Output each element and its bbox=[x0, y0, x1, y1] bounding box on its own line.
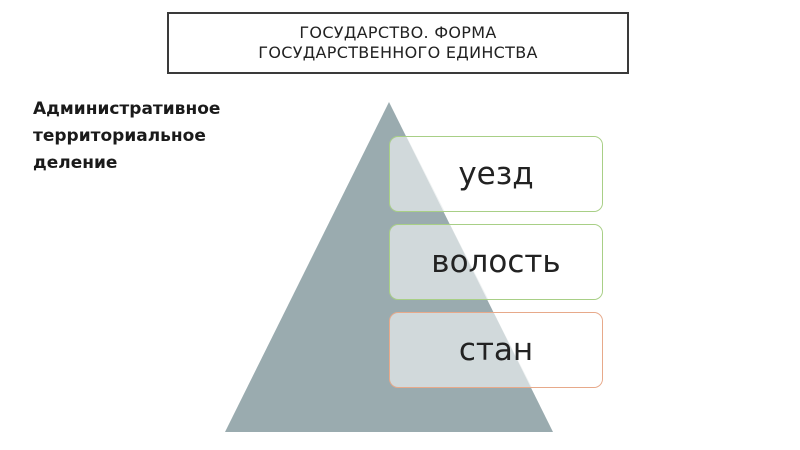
side-label: Административное территориальное деление bbox=[33, 96, 313, 177]
level-shade bbox=[390, 313, 602, 387]
level-shade bbox=[390, 137, 602, 211]
slide-title-line-1: ГОСУДАРСТВО. ФОРМА bbox=[299, 23, 497, 42]
pyramid-level-volost: волость bbox=[389, 224, 603, 300]
level-label: стан bbox=[458, 332, 534, 368]
side-label-line-3: деление bbox=[33, 153, 118, 173]
level-label: уезд bbox=[458, 156, 534, 192]
slide-title: ГОСУДАРСТВО. ФОРМА ГОСУДАРСТВЕННОГО ЕДИН… bbox=[167, 12, 629, 74]
level-label: волость bbox=[431, 244, 561, 280]
pyramid-level-uezd: уезд bbox=[389, 136, 603, 212]
pyramid-level-stan: стан bbox=[389, 312, 603, 388]
level-shade bbox=[390, 225, 602, 299]
side-label-line-2: территориальное bbox=[33, 126, 206, 146]
side-label-line-1: Административное bbox=[33, 99, 221, 119]
slide-title-line-2: ГОСУДАРСТВЕННОГО ЕДИНСТВА bbox=[258, 43, 538, 62]
